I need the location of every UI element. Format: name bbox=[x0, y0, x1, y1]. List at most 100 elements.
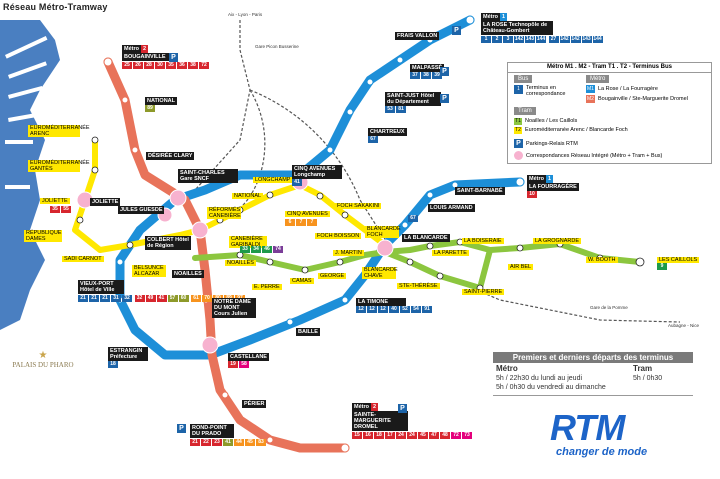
tram-stop-republique: RÉPUBLIQUE DAMES bbox=[24, 230, 62, 242]
tram-stop-belsunce: BELSUNCE ALCAZAR bbox=[132, 265, 166, 277]
bus-tile: 38 bbox=[188, 62, 198, 69]
tram-t1-terminus-box: LES CAILLOLS 9 bbox=[657, 257, 700, 271]
bus-tile: 24 bbox=[396, 432, 406, 439]
station-la-fourragere: LA FOURRAGÈRE bbox=[527, 183, 579, 191]
station-la-timone: LA TIMONE bbox=[356, 298, 406, 306]
pharo-text: PALAIS DU PHARO bbox=[12, 361, 74, 369]
rail-label-aubagne: Aubagne - Nice bbox=[668, 323, 700, 328]
station-saint-charles: SAINT-CHARLES Gare SNCF bbox=[178, 169, 238, 183]
bus-tile: 19 bbox=[228, 361, 238, 368]
station-sainte-marguerite: SAINTE-MARGUERITE DROMEL bbox=[352, 411, 408, 431]
tram-stop-longchamp: LONGCHAMP bbox=[253, 177, 293, 183]
bus-tile: 142 bbox=[570, 36, 581, 43]
station-chartreux: CHARTREUX bbox=[368, 128, 407, 136]
station-rond-point: ROND-POINT DU PRADO bbox=[190, 424, 234, 438]
parking-icon: P bbox=[177, 424, 186, 433]
bus-tile: 61 bbox=[191, 295, 202, 302]
tram-stop-foch-boisson: FOCH BOISSON bbox=[315, 233, 362, 239]
legend-m2-icon: M2 bbox=[586, 95, 595, 103]
bus-tile: 12 bbox=[378, 306, 388, 313]
station-joliette: JOLIETTE bbox=[90, 198, 121, 206]
bus-tile: 7 bbox=[296, 219, 306, 226]
station-colbert: COLBERT Hôtel de Région bbox=[145, 236, 191, 250]
bus-tile: 32 bbox=[134, 295, 145, 302]
tram-stop-la-parette: LA PARETTE bbox=[432, 250, 469, 256]
m2-bottom-number: 2 bbox=[370, 403, 379, 411]
bus-tile: 35 bbox=[166, 62, 176, 69]
bus-tile: 83 bbox=[256, 439, 266, 446]
tram-line-t1 bbox=[192, 239, 643, 273]
bus-tile: 7 bbox=[307, 219, 317, 226]
bus-tile: 144 bbox=[592, 36, 603, 43]
bus-tile: 45 bbox=[245, 439, 255, 446]
parking-icon: P bbox=[398, 404, 407, 413]
m1-number: 1 bbox=[499, 13, 508, 21]
star-icon: ★ bbox=[38, 350, 48, 361]
legend-corresp-icon bbox=[514, 151, 523, 160]
station-frais-vallon: FRAIS VALLON bbox=[395, 32, 440, 40]
bus-tile: 30 bbox=[155, 62, 165, 69]
bus-tile: 74 bbox=[273, 246, 283, 253]
station-national-box: NATIONAL 89 bbox=[145, 97, 178, 113]
bus-tile: 89 bbox=[145, 105, 155, 112]
bus-tile: 142 bbox=[559, 36, 570, 43]
bus-tile: 35 bbox=[50, 206, 60, 213]
bus-tile: 18 bbox=[374, 432, 384, 439]
bus-tile: 60 bbox=[178, 295, 189, 302]
m1-end-number: 1 bbox=[545, 175, 554, 183]
parking-icon: P bbox=[452, 26, 461, 35]
tram-stop-sadi-carnot: SADI CARNOT bbox=[62, 256, 104, 262]
bus-tile: 49 bbox=[145, 295, 156, 302]
bus-tile: 1 bbox=[481, 36, 491, 43]
parking-icon: P bbox=[169, 53, 178, 62]
rail-label-gare-bus: Gare Picon Busserine bbox=[255, 44, 299, 49]
bus-tile: 9 bbox=[657, 263, 667, 270]
bus-tile: 55 bbox=[61, 206, 71, 213]
parking-icon: P bbox=[440, 67, 449, 76]
hours-metro-line1: 5h / 22h30 du lundi au jeudi bbox=[496, 375, 583, 382]
bus-tile: 12 bbox=[356, 306, 366, 313]
station-vieux-port: VIEUX-PORT Hôtel de Ville bbox=[78, 280, 124, 294]
bus-tile: 24 bbox=[407, 432, 417, 439]
hours-tram-label: Tram bbox=[633, 364, 653, 373]
m2-bottom-badge: Métro bbox=[352, 403, 371, 411]
station-national: NATIONAL bbox=[145, 97, 178, 105]
bus-tile: 54 bbox=[411, 306, 421, 313]
bus-tile: 21 bbox=[89, 295, 99, 302]
station-la-blancarde: LA BLANCARDE bbox=[402, 234, 450, 242]
m2-line-badge: Métro bbox=[122, 45, 141, 53]
bus-tile: 52 bbox=[400, 306, 410, 313]
bus-tile: 15 bbox=[352, 432, 362, 439]
station-noailles: NOAILLES bbox=[172, 270, 204, 278]
parking-icon: P bbox=[440, 94, 449, 103]
tram-stops bbox=[76, 136, 645, 292]
station-bougainville: BOUGAINVILLE bbox=[122, 53, 172, 61]
tram-stop-la-boiseraie: LA BOISERAIE bbox=[462, 238, 504, 244]
bus-tile: 6 bbox=[285, 219, 295, 226]
legend-terminus-icon: 1 bbox=[514, 85, 523, 94]
bus-tile: 46 bbox=[262, 246, 272, 253]
legend-m1-icon: M1 bbox=[586, 85, 595, 93]
bus-tile: 10 bbox=[527, 191, 537, 198]
station-jules-guesde: JULES GUESDE bbox=[118, 206, 165, 214]
bus-tile: 17 bbox=[385, 432, 395, 439]
station-castellane: CASTELLANE bbox=[228, 353, 269, 361]
station-perier: PÉRIER bbox=[242, 400, 267, 408]
legend-bus-header: Bus bbox=[514, 75, 533, 83]
hours-tram-line1: 5h / 0h30 bbox=[633, 375, 663, 382]
legend-box: Métro M1 . M2 - Tram T1 . T2 - Terminus … bbox=[507, 62, 712, 164]
bus-tile: 73 bbox=[462, 432, 472, 439]
bus-tile: 2 bbox=[492, 36, 502, 43]
legend-t2-text: Euroméditerranée Arenc / Blancarde Foch bbox=[525, 127, 628, 133]
legend-tram-header: Tram bbox=[514, 107, 536, 115]
bus-tile: 38 bbox=[421, 72, 431, 79]
